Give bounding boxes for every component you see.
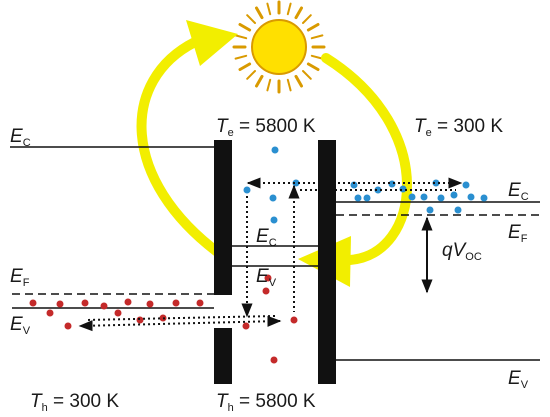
left-arrow-head — [186, 20, 238, 66]
hole-dot — [56, 300, 64, 308]
hole-dot — [29, 299, 37, 307]
electrons — [243, 146, 488, 224]
te-hot-label: Te = 5800 K — [216, 116, 316, 139]
ev-center-label: EV — [256, 266, 277, 289]
hole-dot — [136, 316, 144, 324]
hole-dot — [172, 299, 180, 307]
electron-dot — [270, 216, 278, 224]
th-hot-label: Th = 5800 K — [216, 391, 316, 414]
hole-dot — [270, 356, 278, 364]
hole-dot — [81, 299, 89, 307]
electron-dot — [426, 206, 434, 214]
ev-right-label: EV — [508, 368, 529, 391]
sun-icon — [232, 0, 326, 94]
qvoc-label: qVOC — [442, 240, 482, 263]
hole-dot — [124, 298, 132, 306]
ev-left-label: EV — [10, 314, 31, 337]
electron-dot — [420, 193, 428, 201]
ef-left-label: EF — [10, 266, 30, 289]
left-arrow-shaft — [136, 37, 225, 259]
hole-dot — [100, 302, 108, 310]
hole-dot — [196, 299, 204, 307]
electron-dot — [467, 193, 475, 201]
hole-dot — [262, 287, 270, 295]
electron-dot — [354, 194, 362, 202]
electron-dot — [454, 206, 462, 214]
ec-right-label: EC — [508, 180, 529, 203]
left-contact-barrier-bottom — [214, 328, 232, 384]
electron-dot — [243, 186, 251, 194]
hole-dot — [64, 322, 72, 330]
left-contact-barrier-top — [214, 140, 232, 295]
hole-extraction-arrow-2 — [85, 315, 276, 321]
electron-dot — [408, 193, 416, 201]
transport-arrows — [78, 177, 463, 332]
electron-dot — [450, 191, 458, 199]
te-cold-label: Te = 300 K — [414, 116, 503, 139]
electron-dot — [271, 146, 279, 154]
ec-left-label: EC — [10, 126, 31, 149]
hole-dot — [114, 309, 122, 317]
electron-dot — [269, 194, 277, 202]
hole-dot — [290, 316, 298, 324]
hole-dot — [146, 300, 154, 308]
electron-dot — [363, 194, 371, 202]
electron-dot — [462, 181, 470, 189]
right-arrow-shaft — [321, 53, 412, 265]
th-cold-label: Th = 300 K — [30, 391, 119, 414]
energy-levels — [10, 146, 540, 361]
electron-dot — [437, 194, 445, 202]
hole-extraction-arrow — [78, 315, 282, 332]
ec-center-label: EC — [256, 226, 277, 249]
hole-dot — [46, 309, 54, 317]
electron-dot — [480, 194, 488, 202]
hole-dot — [242, 322, 250, 330]
hole-dot — [264, 274, 272, 282]
right-contact-barrier — [318, 140, 336, 384]
ef-right-label: EF — [508, 222, 528, 245]
hole-dot — [159, 314, 167, 322]
